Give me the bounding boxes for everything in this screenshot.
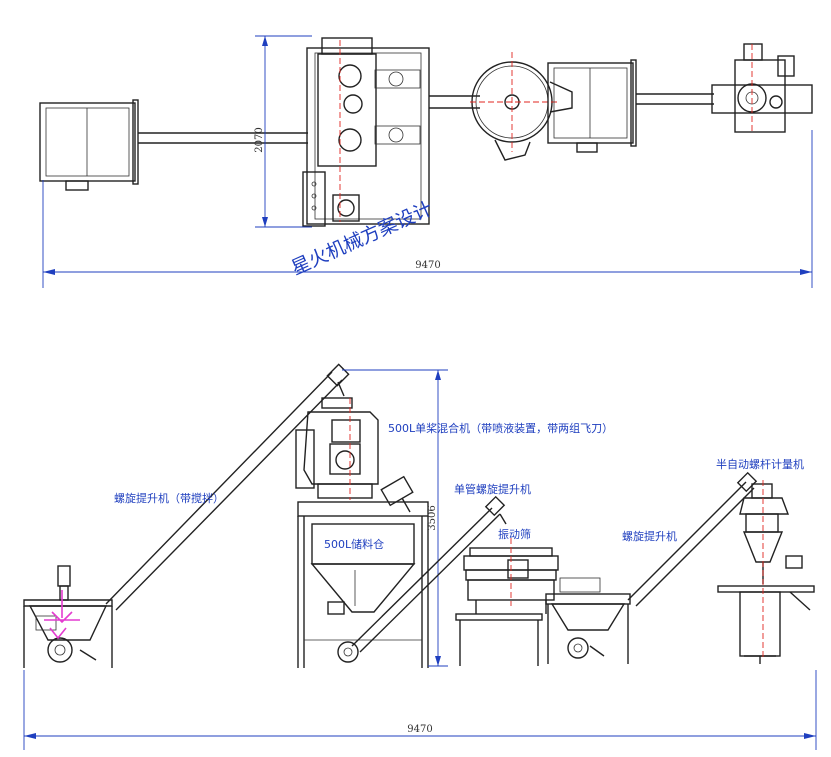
plan-mixer [302, 37, 430, 227]
elevation-vibrating-screen [455, 538, 559, 666]
elevation-mixer [295, 397, 414, 513]
elevation-single-tube-conveyor [351, 495, 507, 653]
screw-conveyor-right-label: 螺旋提升机 [622, 529, 677, 543]
elevation-storage-bin: 500L储料仓 [297, 501, 429, 668]
single-tube-conveyor-label: 单管螺旋提升机 [454, 482, 531, 496]
storage-bin-label: 500L储料仓 [324, 537, 384, 551]
elevation-screw-conveyor-left [105, 363, 350, 611]
elevation-width-dimension-label: 9470 [407, 724, 432, 735]
elevation-feed-hopper [23, 565, 113, 668]
plan-right-hopper [547, 59, 637, 153]
vibrating-screen-label: 振动筛 [498, 527, 531, 541]
plan-feed-hopper [39, 99, 139, 191]
elevation-height-dimension-label: 3506 [427, 505, 438, 530]
elevation-right-hopper [545, 577, 631, 664]
mixer-label: 500L单桨混合机（带喷液装置，带两组飞刀） [388, 421, 613, 435]
auger-filler-label: 半自动螺杆计量机 [716, 457, 804, 471]
plan-width-dimension: 9470 [42, 130, 813, 288]
plan-vibrating-screen [470, 52, 573, 161]
plan-width-dimension-label: 9470 [415, 260, 440, 271]
elevation-height-dimension: 3506 [342, 369, 448, 667]
elevation-width-dimension: 9470 [23, 670, 817, 750]
plan-view: 2070 [39, 35, 813, 288]
plan-auger-filler [711, 43, 813, 133]
elevation-auger-filler [717, 480, 815, 664]
screw-conveyor-left-label: 螺旋提升机（带搅拌） [114, 491, 224, 505]
plan-height-dimension: 2070 [254, 35, 312, 228]
watermark-text: 星火机械方案设计 [288, 198, 436, 280]
elevation-screw-conveyor-right [627, 471, 758, 607]
elevation-view: 500L储料仓 3506 500L单桨混合机（带喷液装置，带两组飞刀） 螺旋提升… [23, 363, 817, 750]
plan-height-dimension-label: 2070 [254, 127, 265, 152]
